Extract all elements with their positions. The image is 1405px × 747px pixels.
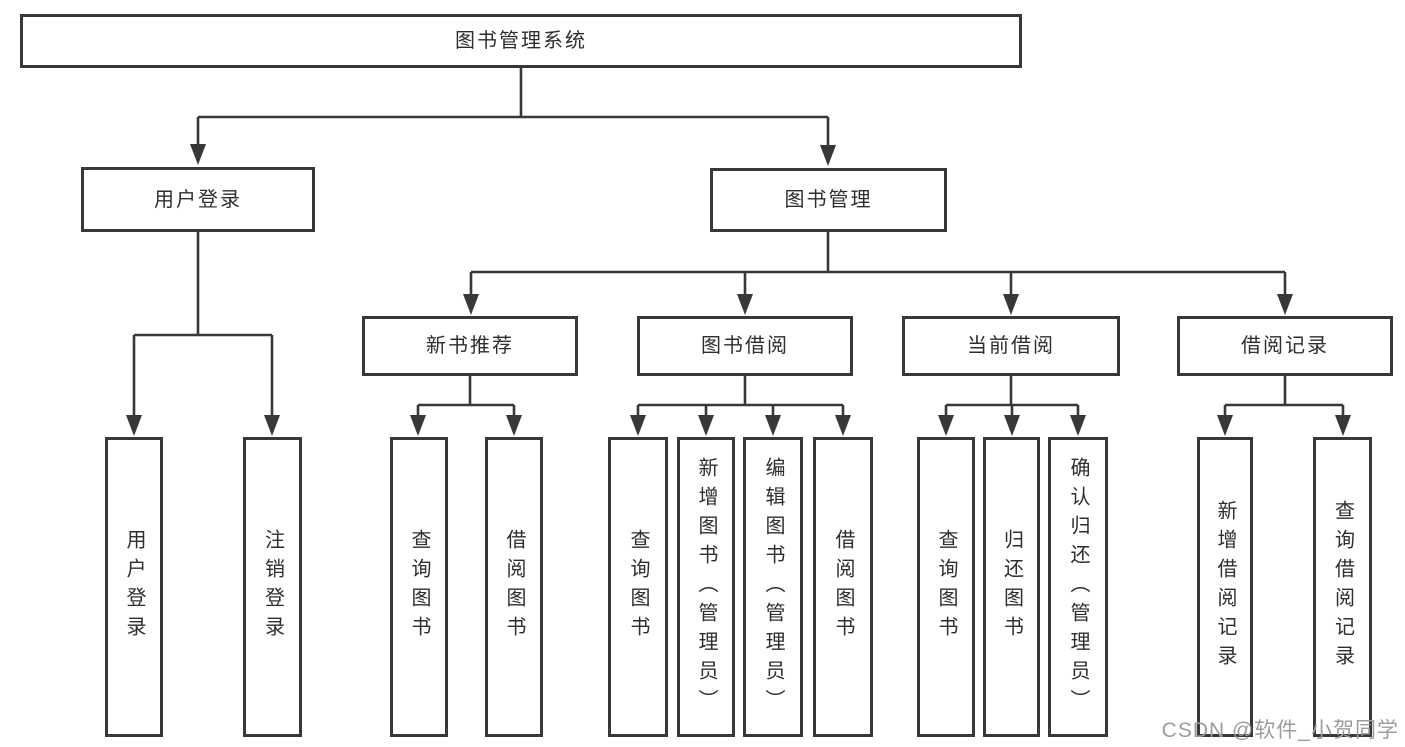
leaf-logout-login: 注销登录 [243, 437, 302, 737]
connector-user-login-to-leaves [126, 232, 280, 436]
leaf-br-add-record-label: 新增借阅记录 [1214, 500, 1236, 674]
node-book-management: 图书管理 [710, 168, 947, 232]
leaf-user-login-label: 用户登录 [123, 529, 145, 645]
leaf-user-login: 用户登录 [105, 437, 163, 737]
leaf-logout-login-label: 注销登录 [261, 529, 284, 645]
leaf-nbr-borrow-book: 借阅图书 [485, 437, 543, 737]
node-new-book-recommend: 新书推荐 [362, 316, 578, 376]
node-book-borrow: 图书借阅 [637, 316, 853, 376]
node-book-borrow-label: 图书借阅 [701, 335, 789, 357]
leaf-cb-query-book: 查询图书 [917, 437, 975, 737]
leaf-bb-borrow-book-label: 借阅图书 [832, 529, 854, 645]
connector-book-borrow-to-leaves [630, 376, 851, 436]
node-book-management-label: 图书管理 [784, 189, 873, 211]
leaf-br-add-record: 新增借阅记录 [1197, 437, 1253, 737]
leaf-cb-return-book: 归还图书 [983, 437, 1040, 737]
leaf-nbr-borrow-book-label: 借阅图书 [503, 529, 525, 645]
leaf-bb-edit-book-label: 编辑图书（管理员） [762, 456, 784, 718]
leaf-br-query-record-label: 查询借阅记录 [1331, 500, 1354, 674]
leaf-nbr-query-book-label: 查询图书 [408, 529, 430, 645]
node-user-login: 用户登录 [81, 167, 315, 232]
node-root: 图书管理系统 [20, 14, 1022, 68]
leaf-bb-add-book: 新增图书（管理员） [677, 437, 735, 737]
connector-root-to-level1 [190, 68, 836, 166]
leaf-bb-query-book: 查询图书 [608, 437, 668, 737]
leaf-cb-return-book-label: 归还图书 [1000, 529, 1023, 645]
connector-borrow-record-to-leaves [1217, 376, 1351, 436]
node-current-borrow-label: 当前借阅 [967, 335, 1055, 357]
node-user-login-label: 用户登录 [154, 188, 242, 211]
leaf-cb-confirm-return: 确认归还（管理员） [1048, 437, 1108, 737]
leaf-nbr-query-book: 查询图书 [390, 437, 448, 737]
leaf-bb-edit-book: 编辑图书（管理员） [743, 437, 803, 737]
csdn-watermark: CSDN @软件_小贺同学 [1161, 719, 1399, 742]
leaf-bb-query-book-label: 查询图书 [627, 529, 649, 645]
connector-current-borrow-to-leaves [938, 376, 1086, 436]
leaf-br-query-record: 查询借阅记录 [1313, 437, 1372, 737]
node-borrow-record: 借阅记录 [1177, 316, 1393, 376]
leaf-bb-borrow-book: 借阅图书 [813, 437, 873, 737]
connector-new-book-recommend-to-leaves [410, 376, 522, 436]
node-borrow-record-label: 借阅记录 [1241, 335, 1329, 357]
node-current-borrow: 当前借阅 [902, 316, 1120, 376]
leaf-cb-confirm-return-label: 确认归还（管理员） [1067, 456, 1089, 718]
node-root-label: 图书管理系统 [455, 30, 587, 52]
node-new-book-recommend-label: 新书推荐 [426, 335, 514, 357]
leaf-bb-add-book-label: 新增图书（管理员） [695, 456, 717, 718]
connector-book-management-to-level2 [463, 232, 1293, 315]
leaf-cb-query-book-label: 查询图书 [935, 529, 957, 645]
